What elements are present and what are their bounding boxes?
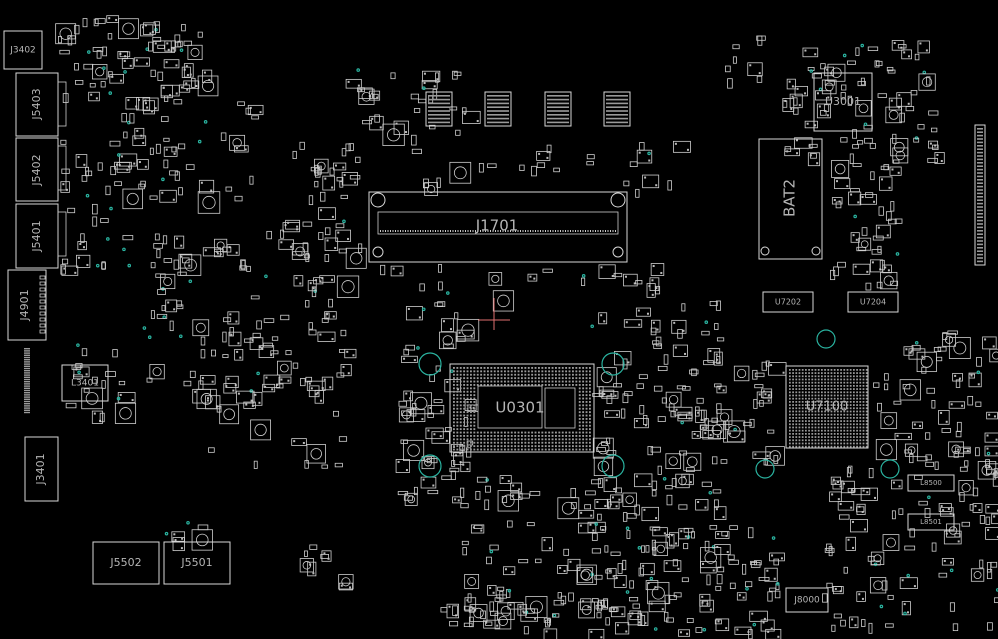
l8500-label: L8500 <box>920 479 942 487</box>
j8000-label: J8000 <box>793 596 820 606</box>
connector-j5401[interactable]: J5401 <box>15 203 67 269</box>
connector-j4901[interactable]: J4901 <box>7 269 47 341</box>
chip-u7204[interactable]: U7204 <box>847 291 899 313</box>
pin-strip-left <box>24 348 30 414</box>
origin-crosshair <box>478 298 510 330</box>
connector-j1701[interactable]: J1701 <box>368 191 628 263</box>
j5502-label: J5502 <box>109 556 141 569</box>
u7204-label: U7204 <box>860 298 886 307</box>
u7100-label: U7100 <box>806 400 849 415</box>
j5402-label: J5402 <box>30 154 43 186</box>
u0301-label: U0301 <box>495 399 544 417</box>
j3402-label: J3402 <box>9 46 36 56</box>
l3401-label: L3401 <box>71 379 99 389</box>
bat2-label: BAT2 <box>781 179 799 217</box>
connector-j3402[interactable]: J3402 <box>3 30 43 70</box>
memory-chip-footprints <box>425 91 631 127</box>
j1701-label: J1701 <box>475 217 519 235</box>
u7202-label: U7202 <box>775 298 801 307</box>
connector-j5502[interactable]: J5502 <box>92 541 160 585</box>
chip-u0301[interactable]: U0301 <box>449 363 595 453</box>
j3401-label: J3401 <box>34 453 47 485</box>
connector-j5403[interactable]: J5403 <box>15 72 67 137</box>
j5401-label: J5401 <box>30 220 43 252</box>
pin-strip-right <box>974 124 986 266</box>
smd-component-field <box>55 15 998 639</box>
connector-j5501[interactable]: J5501 <box>163 541 231 585</box>
inductor-l3401[interactable]: L3401 <box>61 364 109 402</box>
j5403-label: J5403 <box>30 88 43 120</box>
connector-j8000[interactable]: J8000 <box>785 587 829 613</box>
gpu-mounting-holes <box>755 329 900 479</box>
connector-j3401[interactable]: J3401 <box>24 436 59 502</box>
inductor-l8501[interactable]: L8501 <box>907 513 955 531</box>
l8501-label: L8501 <box>920 518 942 526</box>
inductor-l8500[interactable]: L8500 <box>907 474 955 492</box>
u3001-label: U3001 <box>825 95 861 108</box>
connector-j5402[interactable]: J5402 <box>15 137 67 202</box>
battery-bat2[interactable]: BAT2 <box>758 138 823 260</box>
j5501-label: J5501 <box>180 556 212 569</box>
chip-u3001[interactable]: U3001 <box>813 72 873 132</box>
chip-u7202[interactable]: U7202 <box>762 291 814 313</box>
j4901-label: J4901 <box>18 289 31 321</box>
cpu-mounting-holes <box>418 352 625 478</box>
chip-u7100[interactable]: U7100 <box>785 365 869 449</box>
